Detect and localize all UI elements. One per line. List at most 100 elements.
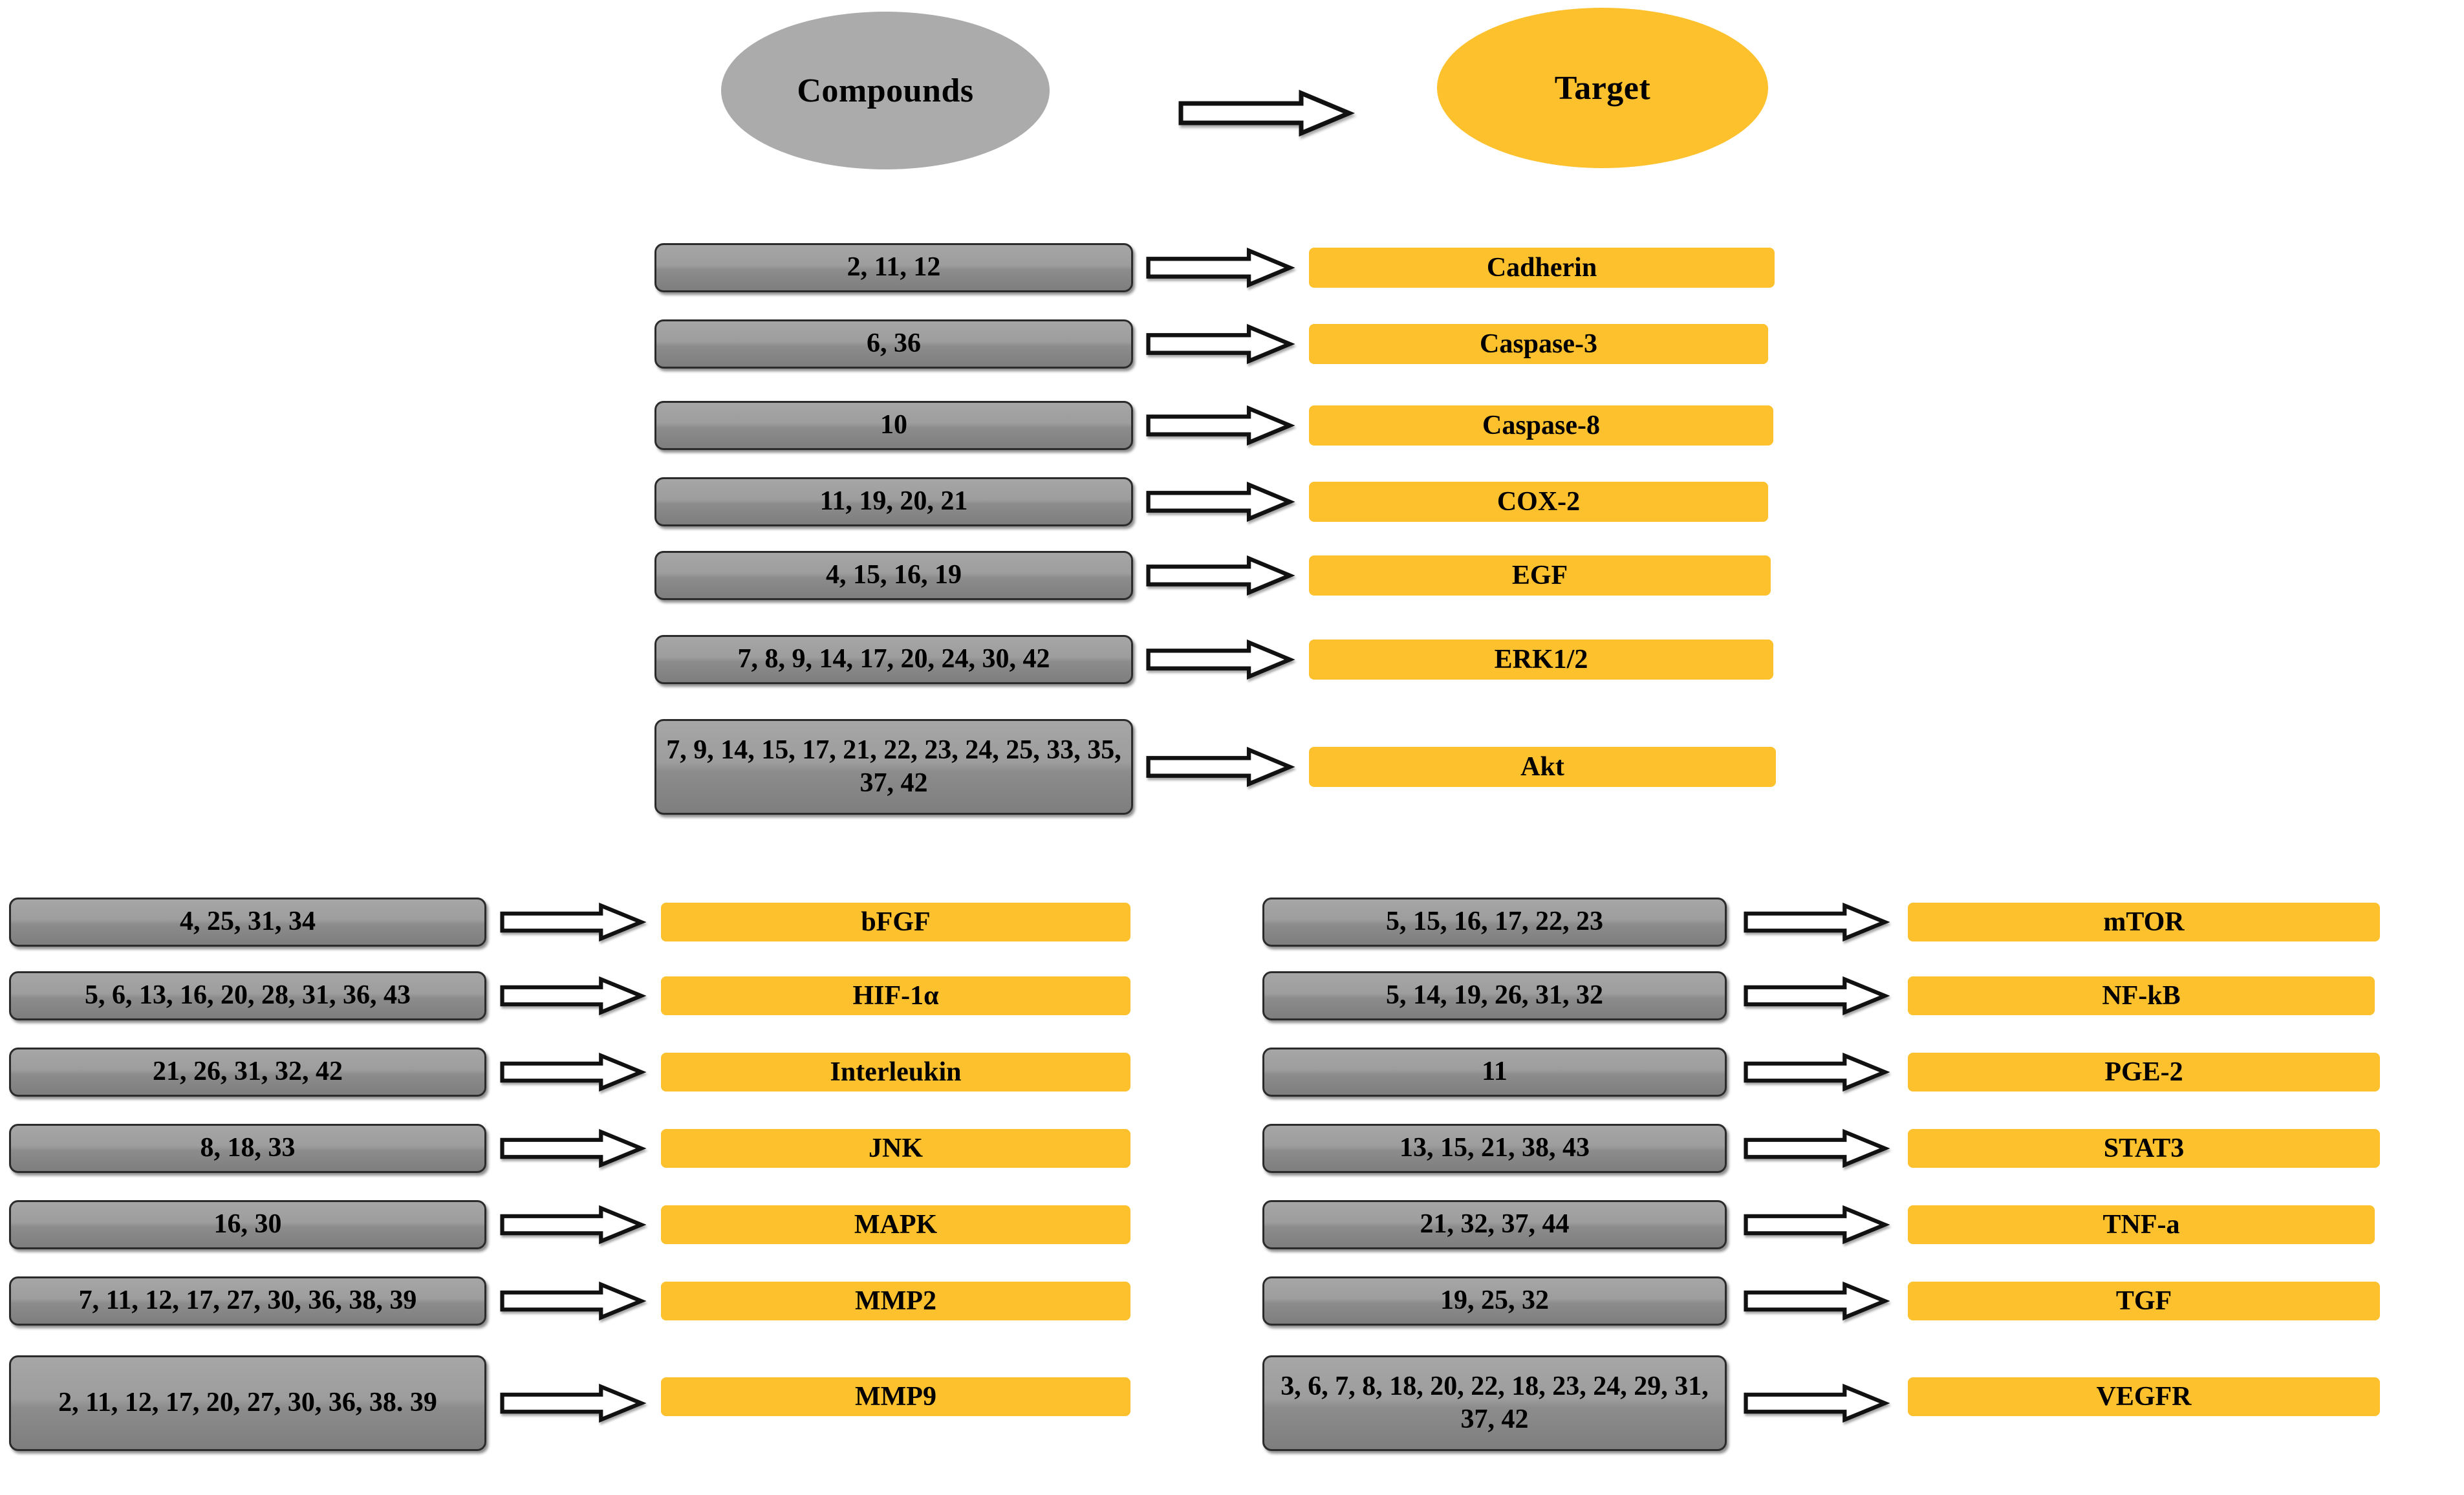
flow-arrow [1727,1048,1904,1097]
compound-box[interactable]: 7, 11, 12, 17, 27, 30, 36, 38, 39 [9,1276,486,1326]
pathway-row: 21, 32, 37, 44 TNF-a [1262,1200,2375,1249]
target-label: Caspase-8 [1482,410,1600,440]
compound-list: 7, 11, 12, 17, 27, 30, 36, 38, 39 [78,1285,417,1316]
flow-arrow [1133,243,1305,292]
compound-list: 11, 19, 20, 21 [819,486,968,517]
compound-list: 4, 25, 31, 34 [180,907,316,937]
flow-arrow [1727,1276,1904,1326]
compound-box[interactable]: 6, 36 [654,319,1133,369]
target-box[interactable]: NF-kB [1908,976,2375,1015]
compound-box[interactable]: 11 [1262,1048,1727,1097]
compound-box[interactable]: 19, 25, 32 [1262,1276,1727,1326]
target-box[interactable]: Akt [1309,747,1776,787]
target-box[interactable]: STAT3 [1908,1129,2380,1168]
compound-box[interactable]: 2, 11, 12, 17, 20, 27, 30, 36, 38. 39 [9,1355,486,1451]
compound-list: 8, 18, 33 [200,1133,296,1163]
block-arrow-right-icon [500,1128,647,1168]
compound-box[interactable]: 7, 9, 14, 15, 17, 21, 22, 23, 24, 25, 33… [654,719,1133,815]
target-box[interactable]: TGF [1908,1282,2380,1320]
compound-list: 10 [880,410,907,440]
block-arrow-right-icon [1146,639,1295,680]
compound-box[interactable]: 5, 6, 13, 16, 20, 28, 31, 36, 43 [9,971,486,1020]
target-box[interactable]: Cadherin [1309,248,1775,288]
target-label: Cadherin [1486,252,1597,283]
target-box[interactable]: COX-2 [1309,482,1768,522]
pathway-row: 7, 9, 14, 15, 17, 21, 22, 23, 24, 25, 33… [654,719,1776,815]
pathway-row: 11, 19, 20, 21 COX-2 [654,477,1768,526]
target-label: Interleukin [830,1057,962,1087]
target-box[interactable]: JNK [661,1129,1130,1168]
block-arrow-right-icon [1146,746,1295,788]
block-arrow-right-icon [1146,405,1295,446]
target-box[interactable]: mTOR [1908,903,2380,941]
block-arrow-right-icon [1744,1128,1890,1168]
pathway-row: 5, 14, 19, 26, 31, 32 NF-kB [1262,971,2375,1020]
compound-box[interactable]: 4, 25, 31, 34 [9,898,486,947]
legend-compounds-ellipse: Compounds [721,12,1050,169]
compound-box[interactable]: 21, 26, 31, 32, 42 [9,1048,486,1097]
compound-box[interactable]: 13, 15, 21, 38, 43 [1262,1124,1727,1173]
target-label: COX-2 [1497,486,1581,517]
flow-arrow [486,1048,657,1097]
target-box[interactable]: ERK1/2 [1309,640,1773,680]
compound-list: 19, 25, 32 [1440,1285,1549,1316]
block-arrow-right-icon [500,902,647,942]
target-box[interactable]: MMP2 [661,1282,1130,1320]
compound-box[interactable]: 10 [654,401,1133,450]
compound-box[interactable]: 2, 11, 12 [654,243,1133,292]
compound-list: 5, 15, 16, 17, 22, 23 [1386,907,1603,937]
flow-arrow [486,898,657,947]
target-box[interactable]: MAPK [661,1205,1130,1244]
target-box[interactable]: VEGFR [1908,1377,2380,1416]
pathway-row: 5, 15, 16, 17, 22, 23 mTOR [1262,898,2380,947]
target-box[interactable]: Interleukin [661,1053,1130,1092]
block-arrow-right-icon [500,1281,647,1321]
compound-box[interactable]: 5, 15, 16, 17, 22, 23 [1262,898,1727,947]
flow-arrow [486,1200,657,1249]
compound-list: 21, 26, 31, 32, 42 [153,1057,343,1087]
block-arrow-right-icon [1744,1281,1890,1321]
target-label: MMP9 [855,1381,936,1412]
legend-arrow [1178,89,1356,137]
flow-arrow [486,1124,657,1173]
compound-box[interactable]: 7, 8, 9, 14, 17, 20, 24, 30, 42 [654,635,1133,684]
compound-list: 5, 14, 19, 26, 31, 32 [1386,980,1603,1011]
flow-arrow [1133,551,1305,600]
compound-box[interactable]: 4, 15, 16, 19 [654,551,1133,600]
target-box[interactable]: TNF-a [1908,1205,2375,1244]
pathway-row: 4, 25, 31, 34 bFGF [9,898,1130,947]
flow-arrow [1727,971,1904,1020]
target-label: ERK1/2 [1494,644,1588,674]
block-arrow-right-icon [1146,323,1295,365]
target-label: STAT3 [2103,1133,2185,1163]
compound-box[interactable]: 21, 32, 37, 44 [1262,1200,1727,1249]
target-box[interactable]: HIF-1α [661,976,1130,1015]
compound-box[interactable]: 16, 30 [9,1200,486,1249]
compound-box[interactable]: 8, 18, 33 [9,1124,486,1173]
pathway-row: 19, 25, 32 TGF [1262,1276,2380,1326]
block-arrow-right-icon [1744,1383,1890,1423]
flow-arrow [1727,1200,1904,1249]
block-arrow-right-icon [1744,1205,1890,1245]
target-label: mTOR [2103,907,2185,937]
flow-arrow [1133,477,1305,526]
compound-list: 16, 30 [213,1209,282,1240]
block-arrow-right-icon [1744,1052,1890,1092]
target-label: EGF [1511,560,1568,590]
target-label: NF-kB [2102,980,2181,1011]
target-box[interactable]: bFGF [661,903,1130,941]
pathway-row: 21, 26, 31, 32, 42 Interleukin [9,1048,1130,1097]
target-box[interactable]: PGE-2 [1908,1053,2380,1092]
compound-box[interactable]: 3, 6, 7, 8, 18, 20, 22, 18, 23, 24, 29, … [1262,1355,1727,1451]
compound-box[interactable]: 5, 14, 19, 26, 31, 32 [1262,971,1727,1020]
target-box[interactable]: Caspase-3 [1309,324,1768,364]
flow-arrow [486,1355,657,1451]
flow-arrow [1727,1355,1904,1451]
target-box[interactable]: Caspase-8 [1309,405,1773,446]
compound-box[interactable]: 11, 19, 20, 21 [654,477,1133,526]
target-box[interactable]: EGF [1309,555,1771,596]
pathway-row: 11 PGE-2 [1262,1048,2380,1097]
target-label: Caspase-3 [1479,328,1597,359]
compound-list: 11 [1482,1057,1508,1087]
target-box[interactable]: MMP9 [661,1377,1130,1416]
